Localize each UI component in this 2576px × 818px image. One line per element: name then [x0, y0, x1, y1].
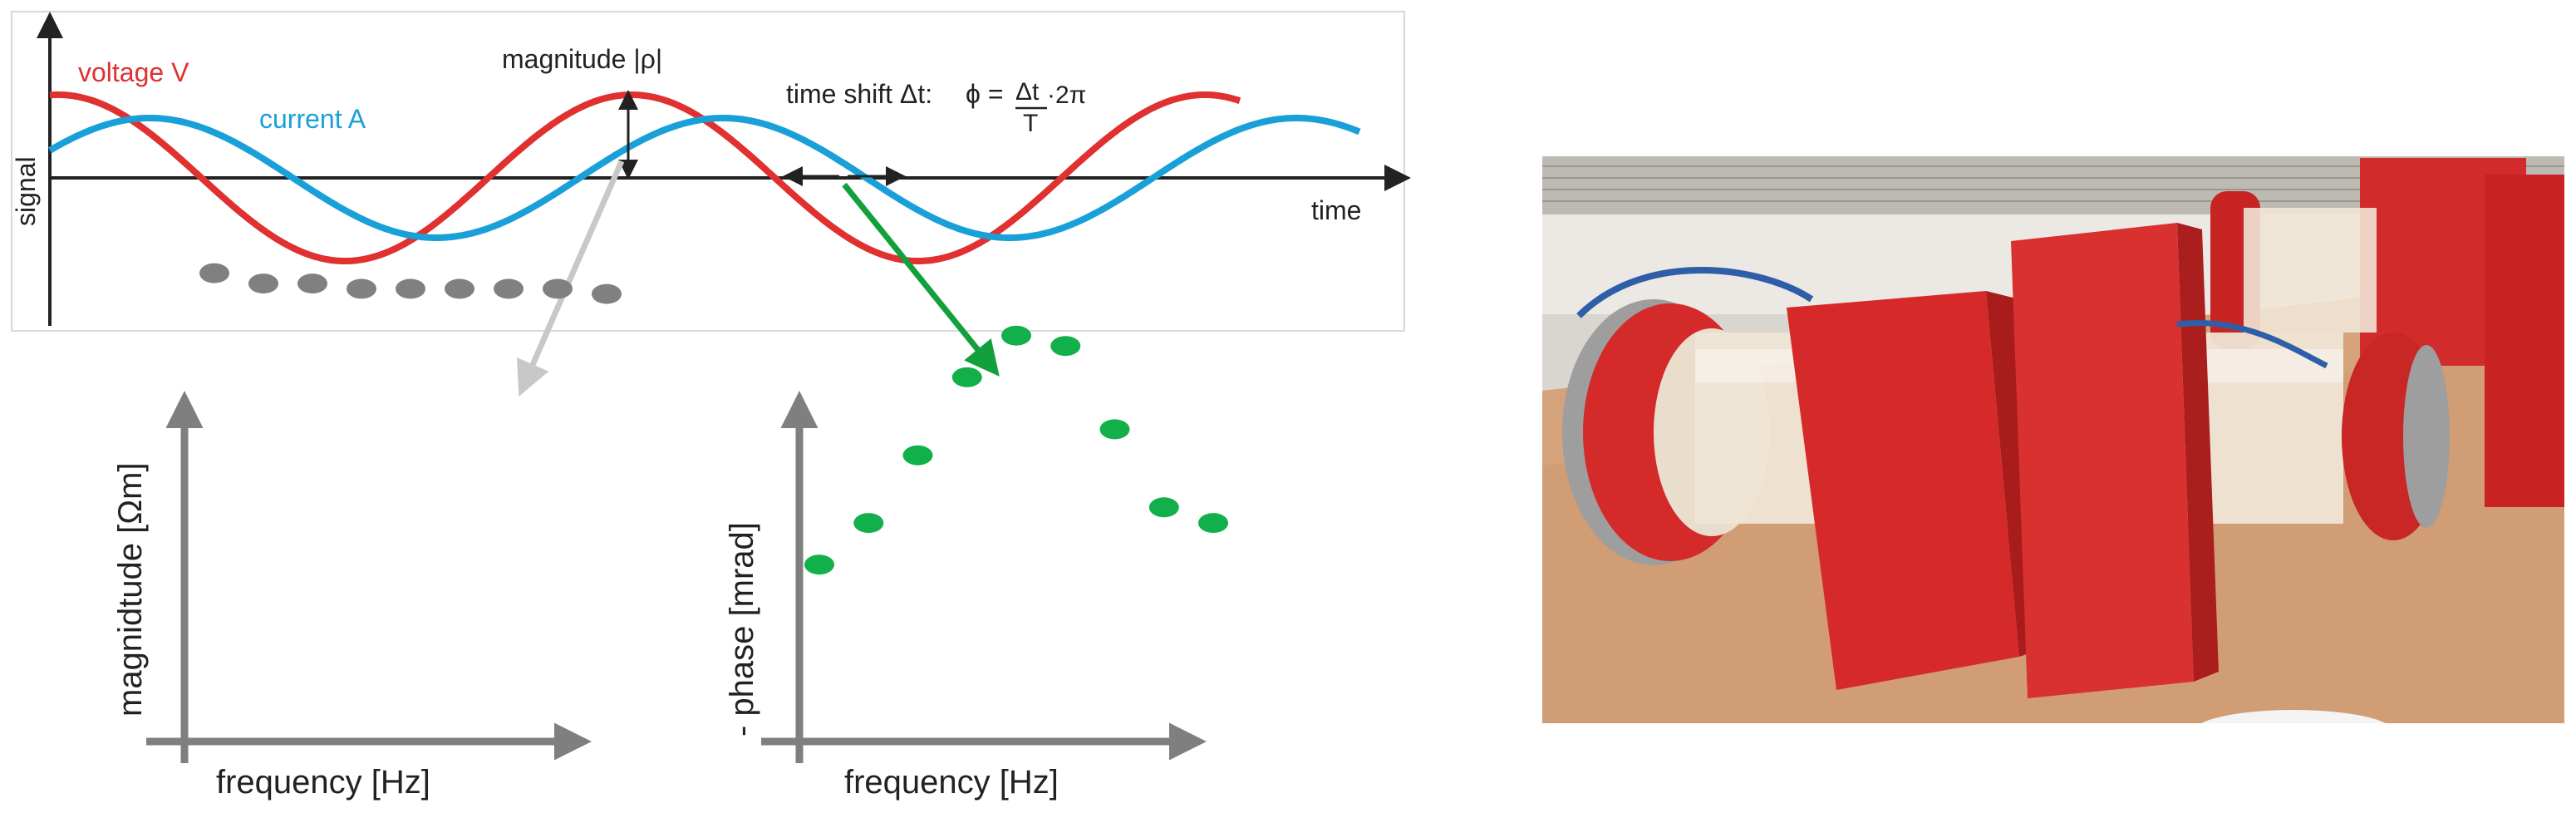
voltage-label: voltage V	[78, 57, 189, 87]
photo-red-plate-2	[2011, 223, 2194, 698]
signal-axis-label: signal	[11, 156, 41, 226]
time-axis-label: time	[1311, 195, 1361, 225]
photo-cable	[1576, 267, 1814, 318]
magnitude-point-2	[248, 273, 278, 294]
magnitude-point-7	[494, 278, 524, 299]
magnitude-point-3	[297, 273, 327, 294]
phase-point-9	[1198, 513, 1228, 534]
signal-panel: signal time voltage V current A magnitud…	[11, 11, 1411, 332]
magnitude-label: magnitude |ρ|	[502, 44, 662, 74]
magnitude-chart: magnidtude [Ωm] frequency [Hz]	[112, 263, 622, 801]
phase-chart-y-label: - phase [mrad]	[724, 522, 760, 737]
phase-point-6	[1050, 336, 1081, 357]
magnitude-point-6	[445, 278, 474, 299]
formula-suffix: ·2π	[1047, 81, 1086, 109]
voltage-wave	[49, 91, 1241, 264]
photo-red-plate-1	[1787, 291, 2019, 690]
phase-chart-x-label: frequency [Hz]	[844, 764, 1059, 801]
magnitude-chart-y-label: magnidtude [Ωm]	[112, 462, 149, 717]
phase-point-3	[902, 445, 933, 466]
phase-point-1	[804, 554, 834, 575]
magnitude-points	[199, 263, 622, 304]
magnitude-connector-arrow	[516, 160, 625, 397]
phase-point-8	[1148, 497, 1179, 518]
phase-point-2	[853, 513, 884, 534]
formula-phi: ϕ =	[966, 79, 1004, 109]
phase-point-4	[951, 367, 982, 387]
time-shift-label: time shift Δt:	[786, 79, 932, 109]
current-label: current A	[259, 104, 366, 134]
magnitude-point-5	[396, 278, 425, 299]
magnitude-point-4	[347, 278, 376, 299]
formula-numerator: Δt	[1015, 78, 1040, 106]
lab-sample-holders-photo	[1542, 156, 2564, 723]
magnitude-chart-x-label: frequency [Hz]	[216, 764, 430, 801]
signal-panel-frame	[11, 11, 1405, 332]
formula-denominator: T	[1023, 110, 1038, 137]
magnitude-point-1	[199, 263, 229, 283]
phase-point-5	[1001, 325, 1031, 346]
magnitude-point-8	[543, 278, 573, 299]
current-wave	[48, 115, 1361, 241]
phase-point-7	[1099, 419, 1130, 440]
magnitude-point-9	[592, 283, 622, 304]
phase-points	[804, 325, 1228, 575]
phase-chart: - phase [mrad] frequency [Hz]	[724, 325, 1228, 801]
phase-connector-arrow	[842, 182, 1000, 377]
